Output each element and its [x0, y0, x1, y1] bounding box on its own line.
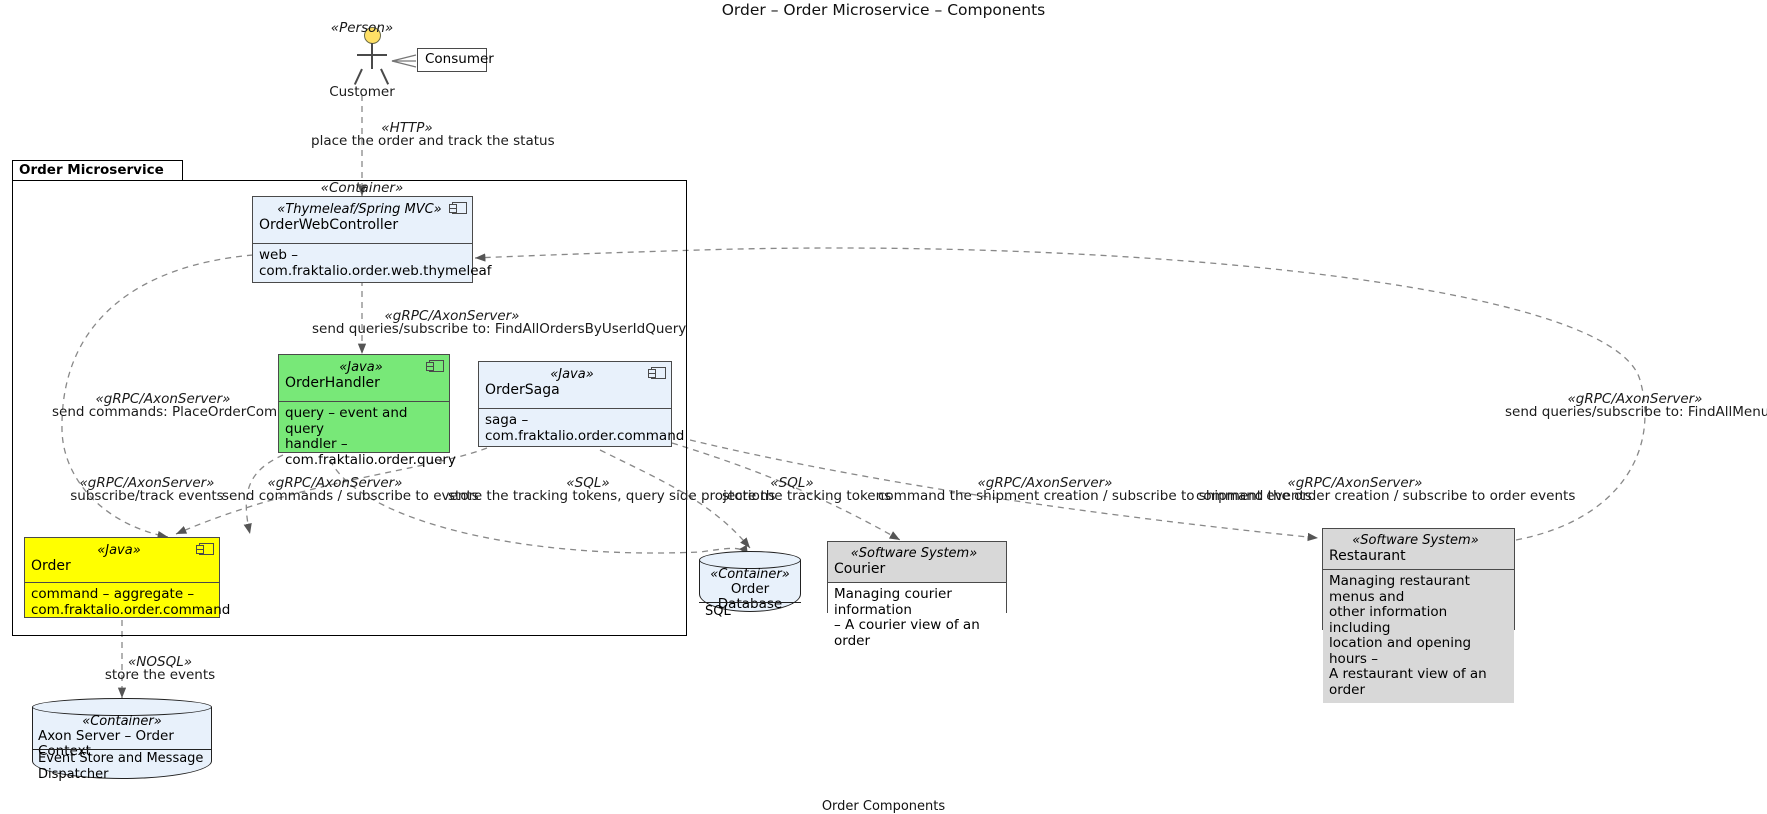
component-restaurant[interactable]: «Software System» Restaurant Managing re…: [1322, 528, 1515, 704]
component-icon: [449, 202, 467, 214]
order-web-controller-stereotype: «Thymeleaf/Spring MVC»: [277, 202, 442, 217]
courier-stereotype: «Software System»: [850, 546, 978, 561]
edge-restaurant-controller-label: send queries/subscribe to: FindAllMenusQ…: [1505, 404, 1767, 420]
component-order-saga[interactable]: «Java» OrderSaga saga – com.fraktalio.or…: [478, 361, 685, 447]
order-saga-body: saga – com.fraktalio.order.command: [485, 412, 685, 444]
divider: [479, 408, 671, 410]
restaurant-name: Restaurant: [1329, 548, 1406, 564]
cylinder-body: [32, 707, 212, 779]
edge-controller-order-label: send commands: PlaceOrderCommand: [52, 404, 316, 420]
cylinder-top: [32, 698, 212, 716]
edge-restaurant-controller-stereotype: «gRPC/AxonServer»: [1567, 391, 1703, 407]
divider: [32, 749, 212, 751]
actor-arms-line: [357, 54, 387, 56]
order-database-sub: SQL: [705, 604, 731, 619]
actor-label: Customer: [329, 84, 395, 100]
edge-handler-db-stereotype: «SQL»: [566, 475, 610, 491]
consumer-note: Consumer: [417, 48, 494, 72]
edge-saga-courier-stereotype: «gRPC/AxonServer»: [977, 475, 1113, 491]
order-web-controller-name: OrderWebController: [259, 217, 399, 233]
order-handler-name: OrderHandler: [285, 375, 380, 391]
edge-handler-db-label: store the tracking tokens, query side pr…: [448, 488, 776, 504]
actor-body-line: [371, 43, 373, 69]
boundary-label: Order Microservice: [12, 160, 183, 180]
restaurant-stereotype: «Software System»: [1352, 533, 1479, 548]
edge-controller-handler-stereotype: «gRPC/AxonServer»: [384, 308, 520, 324]
component-courier[interactable]: «Software System» Courier Managing couri…: [827, 541, 1007, 655]
actor-stereotype: «Person»: [330, 20, 394, 36]
order-database-name: Order Database: [717, 581, 783, 612]
diagram-title: Order – Order Microservice – Components: [721, 1, 1046, 19]
order-handler-body: query – event and query handler – com.fr…: [285, 405, 456, 468]
order-saga-name: OrderSaga: [485, 382, 560, 398]
edge-saga-db-label: store the tracking tokens: [722, 488, 892, 504]
order-name: Order: [31, 558, 71, 574]
database-order-database[interactable]: «Container» Order Database SQL: [699, 551, 801, 619]
edge-saga-courier-label: command the shipment creation / subscrib…: [878, 488, 1312, 504]
edge-handler-order-stereotype: «gRPC/AxonServer»: [79, 475, 215, 491]
component-order-handler[interactable]: «Java» OrderHandler query – event and qu…: [278, 354, 456, 467]
divider: [253, 243, 472, 245]
edge-saga-order-stereotype: «gRPC/AxonServer»: [267, 475, 403, 491]
edge-http-label: place the order and track the status: [311, 133, 555, 149]
actor-leg-left: [353, 68, 363, 85]
courier-body: Managing courier information – A courier…: [828, 583, 1006, 655]
edge-order-axon-label: store the events: [104, 667, 216, 683]
restaurant-body: Managing restaurant menus and other info…: [1323, 570, 1514, 704]
edge-saga-restaurant-label: command the order creation / subscribe t…: [1196, 488, 1576, 504]
actor-leg-right: [380, 68, 389, 85]
order-web-controller-body: web – com.fraktalio.order.web.thymeleaf: [259, 247, 492, 279]
edge-saga-restaurant-stereotype: «gRPC/AxonServer»: [1287, 475, 1423, 491]
component-icon: [196, 543, 214, 555]
edge-controller-order-stereotype: «gRPC/AxonServer»: [95, 391, 231, 407]
divider: [279, 401, 449, 403]
axon-server-name: Axon Server – Order Context: [38, 728, 174, 759]
actor-customer[interactable]: [353, 27, 391, 97]
order-microservice-boundary: [12, 180, 687, 636]
component-order-aggregate[interactable]: «Java» Order command – aggregate – com.f…: [24, 537, 230, 618]
order-saga-stereotype: «Java»: [550, 367, 594, 382]
courier-name: Courier: [834, 561, 886, 577]
edge-controller-handler-label: send queries/subscribe to: FindAllOrders…: [312, 321, 687, 337]
divider: [828, 582, 1006, 584]
axon-server-stereotype: «Container»: [82, 714, 162, 729]
edge-handler-order-label: subscribe/track events: [70, 488, 224, 504]
divider: [1323, 569, 1514, 571]
order-handler-stereotype: «Java»: [339, 360, 383, 375]
order-web-controller-container-stereotype: «Container»: [320, 180, 404, 196]
component-icon: [648, 367, 666, 379]
database-axon-server[interactable]: «Container» Axon Server – Order Context …: [32, 698, 212, 787]
divider: [25, 582, 219, 584]
component-icon: [426, 360, 444, 372]
edge-saga-order-label: send commands / subscribe to events: [222, 488, 479, 504]
divider: [699, 602, 801, 604]
order-database-stereotype: «Container»: [710, 567, 790, 582]
order-body: command – aggregate – com.fraktalio.orde…: [31, 586, 231, 618]
edge-http-stereotype: «HTTP»: [381, 120, 433, 136]
axon-server-sub: Event Store and Message Dispatcher: [38, 751, 204, 782]
edge-order-axon-stereotype: «NOSQL»: [127, 654, 193, 670]
component-order-web-controller[interactable]: «Thymeleaf/Spring MVC» OrderWebControlle…: [252, 196, 492, 283]
order-stereotype: «Java»: [97, 543, 141, 558]
edge-saga-db-stereotype: «SQL»: [770, 475, 814, 491]
